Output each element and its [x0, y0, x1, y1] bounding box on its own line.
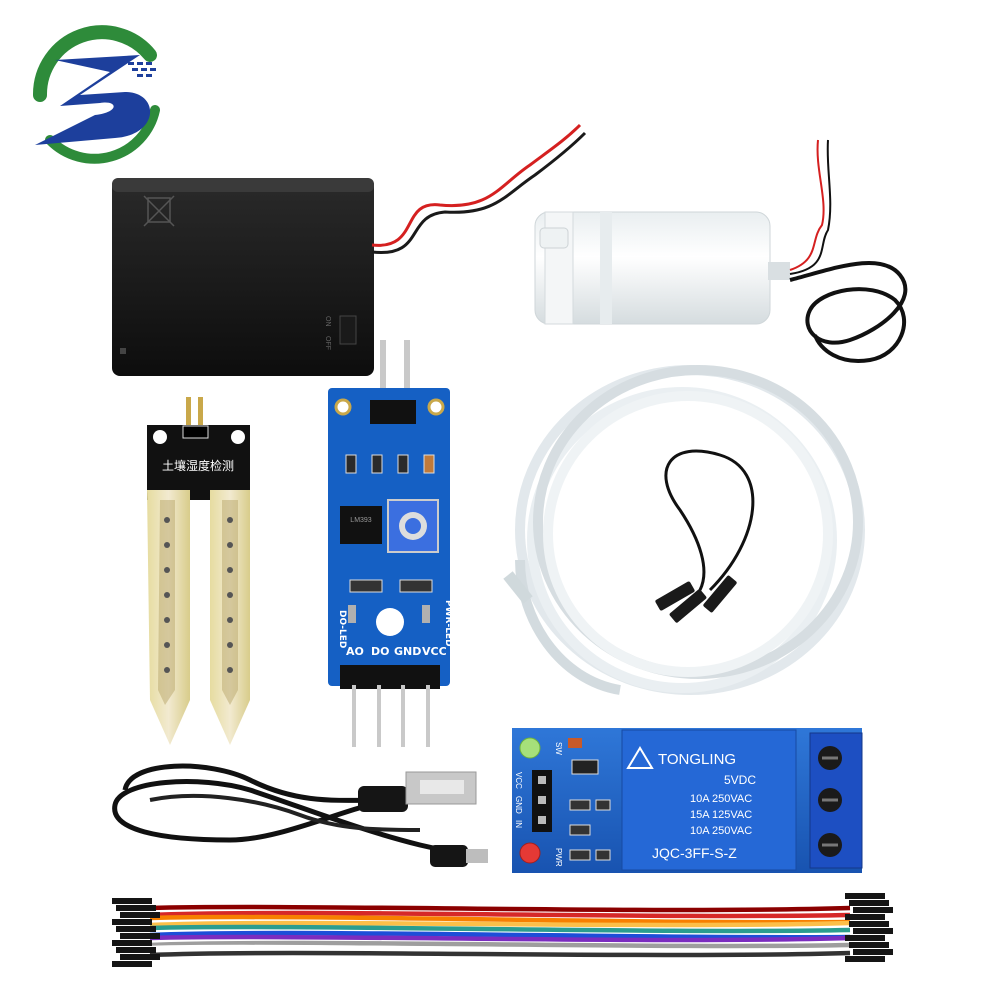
power-switch[interactable]: [339, 315, 357, 345]
comparator-chip: [340, 506, 382, 544]
pin-label-do: DO: [371, 645, 389, 658]
dupont-connector-right: [849, 900, 889, 906]
pin-label-gnd: GND: [394, 645, 421, 658]
dupont-connector-left: [120, 912, 160, 918]
ribbon-wire: [149, 950, 851, 958]
sw-label: SW: [554, 742, 563, 755]
relay-brand: TONGLING: [658, 751, 736, 768]
dupont-connector-right: [853, 928, 893, 934]
pwr-label: PWR: [554, 848, 563, 867]
pwr-led: [519, 842, 541, 864]
dupont-ribbon-cable: [112, 893, 893, 967]
silicone-tube-coil: [503, 365, 865, 695]
pin-label-gnd: GND: [514, 796, 523, 814]
dupont-connector-right: [849, 921, 889, 927]
ribbon-wire: [149, 940, 851, 949]
dupont-connector-left: [112, 919, 152, 925]
do-led-label: DO-LED: [337, 610, 347, 648]
ribbon-wire: [149, 934, 851, 943]
usb-power-cable: [112, 763, 488, 867]
jumper-wire-pair: [655, 449, 755, 623]
relay-spec-0: 5VDC: [724, 773, 756, 787]
dupont-connector-right: [849, 942, 889, 948]
switch-label-on: ON: [324, 316, 331, 327]
terminal-label-nc: NC: [863, 740, 875, 756]
dupont-connector-left: [116, 947, 156, 953]
relay-spec-2: 15A 125VAC: [690, 809, 752, 821]
soil-moisture-probe: 土壤湿度检测: [147, 397, 250, 745]
ribbon-wire: [149, 914, 851, 925]
terminal-label-com: COM: [863, 780, 875, 806]
relay-model: JQC-3FF-S-Z: [652, 845, 737, 861]
dupont-connector-right: [845, 956, 885, 962]
dupont-connector-left: [120, 933, 160, 939]
relay-spec-3: 10A 250VAC: [690, 825, 752, 837]
water-pump: [534, 139, 908, 363]
potentiometer[interactable]: [387, 499, 439, 553]
sensor-module: LM393 DO-LED PWR-LED AO DO GND VCC: [328, 340, 453, 747]
pwr-led-label: PWR-LED: [443, 600, 453, 647]
battery-box: ON OFF: [112, 123, 587, 376]
pin-label-vcc: VCC: [422, 645, 447, 658]
dupont-connector-right: [845, 914, 885, 920]
ribbon-wire: [149, 920, 851, 928]
dupont-connector-left: [112, 940, 152, 946]
dupont-connector-right: [853, 949, 893, 955]
dupont-connector-left: [112, 961, 152, 967]
terminal-label-no: NO: [863, 830, 875, 847]
relay-body: [621, 729, 797, 871]
chip-label: LM393: [350, 517, 372, 524]
pin-label-ao: AO: [346, 645, 364, 658]
relay-module: NC COM NO TONGLING 5VDC 10A 250VAC 15A 1…: [512, 728, 875, 873]
brand-logo: [32, 25, 160, 164]
dupont-connector-right: [845, 935, 885, 941]
ribbon-wire: [149, 930, 851, 940]
ribbon-wire: [149, 924, 851, 934]
dupont-connector-left: [120, 954, 160, 960]
ribbon-wire: [149, 910, 851, 919]
ribbon-wire: [149, 944, 851, 955]
probe-label: 土壤湿度检测: [162, 458, 234, 473]
dupont-connector-right: [853, 907, 893, 913]
pin-label-vcc: VCC: [514, 772, 523, 789]
pin-label-in: IN: [514, 820, 523, 828]
dupont-connector-left: [112, 898, 152, 904]
dupont-connector-left: [116, 905, 156, 911]
ribbon-wire: [149, 904, 851, 913]
relay-spec-1: 10A 250VAC: [690, 793, 752, 805]
dupont-connector-right: [845, 893, 885, 899]
dupont-connector-left: [116, 926, 156, 932]
dc-barrel-plug: [466, 849, 488, 863]
sw-led: [519, 737, 541, 759]
recycle-bin-symbol-icon: [143, 195, 175, 227]
switch-label-off: OFF: [324, 336, 331, 350]
